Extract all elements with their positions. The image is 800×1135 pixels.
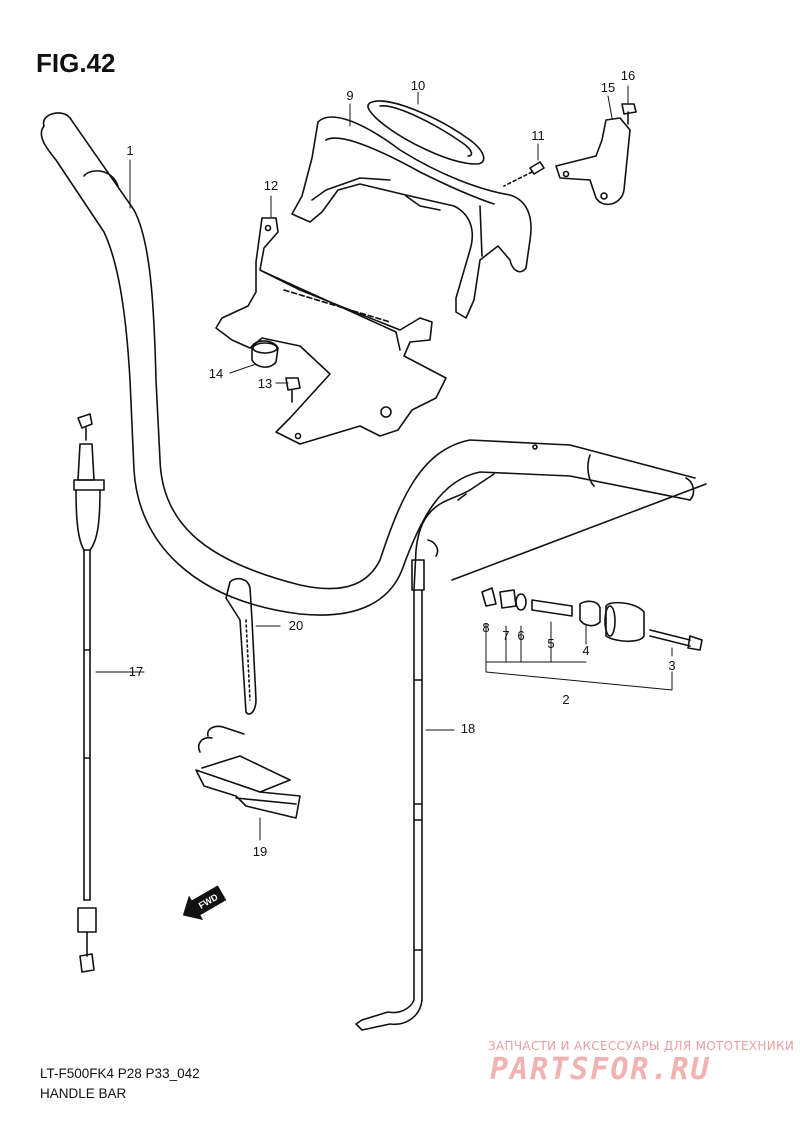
bracket-15 xyxy=(555,117,631,206)
meter-cover xyxy=(367,100,485,165)
part-callout-20: 20 xyxy=(289,618,303,633)
part-callout-13: 13 xyxy=(258,376,272,391)
watermark-logo: PARTSFOR.RU xyxy=(490,1052,711,1087)
part-callout-14: 14 xyxy=(209,366,223,381)
part-callout-3: 3 xyxy=(668,658,675,673)
leader-lines xyxy=(95,85,673,841)
part-callout-16: 16 xyxy=(621,68,635,83)
part-callout-7: 7 xyxy=(502,628,509,643)
screw-11 xyxy=(503,161,545,187)
part-callout-18: 18 xyxy=(461,721,475,736)
model-code: LT-F500FK4 P28 P33_042 xyxy=(40,1066,200,1081)
handle-cover xyxy=(291,116,532,319)
watermark-caption: ЗАПЧАСТИ И АКСЕССУАРЫ ДЛЯ МОТОТЕХНИКИ xyxy=(488,1039,795,1053)
parking-cable-18 xyxy=(355,473,495,1031)
cable-clamp-19 xyxy=(195,725,301,819)
part-callout-5: 5 xyxy=(547,636,554,651)
part-callout-2: 2 xyxy=(562,692,569,707)
cover-bracket-12 xyxy=(215,217,447,445)
bolt-13 xyxy=(285,377,301,403)
part-callout-12: 12 xyxy=(264,178,278,193)
part-callout-19: 19 xyxy=(253,844,267,859)
section-name: HANDLE BAR xyxy=(40,1086,127,1101)
figure-title: FIG.42 xyxy=(36,48,116,78)
throttle-cable-17 xyxy=(73,413,105,973)
part-callout-1: 1 xyxy=(126,143,133,158)
cable-tie-20 xyxy=(225,577,257,715)
bar-end-assembly xyxy=(451,483,707,651)
handle-bar-tube xyxy=(40,112,696,616)
collar-14 xyxy=(251,340,279,368)
part-callout-10: 10 xyxy=(411,78,425,93)
part-callout-4: 4 xyxy=(582,643,589,658)
part-callout-8: 8 xyxy=(482,620,489,635)
fwd-arrow-icon: FWD xyxy=(182,885,227,921)
part-callout-11: 11 xyxy=(531,128,545,143)
part-callout-15: 15 xyxy=(601,80,615,95)
part-callout-6: 6 xyxy=(517,628,524,643)
bolt-16 xyxy=(621,103,637,125)
part-callout-9: 9 xyxy=(346,88,353,103)
part-callout-17: 17 xyxy=(129,664,143,679)
